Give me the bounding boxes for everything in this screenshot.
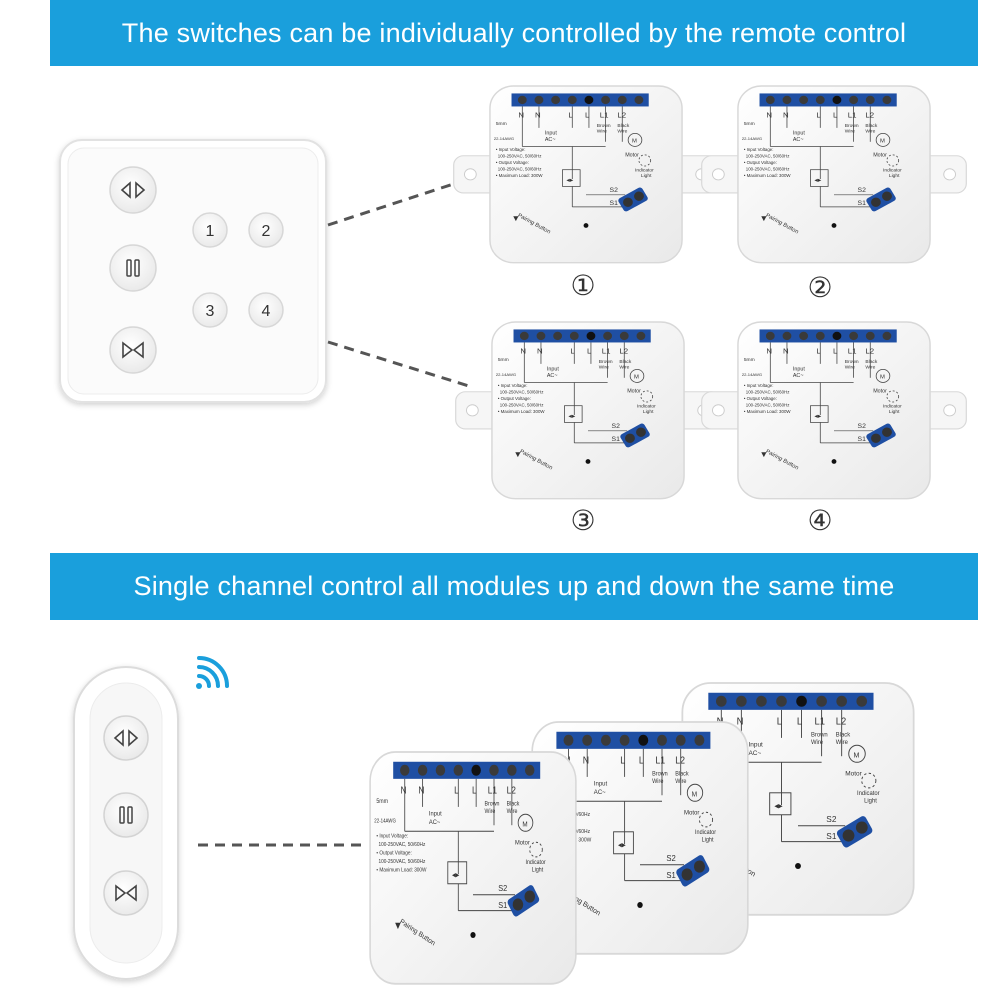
module-1 [454,86,719,263]
bottom-banner: Single channel control all modules up an… [50,553,978,620]
open-close-icon[interactable] [109,166,157,214]
channel-button-2[interactable]: 2 [248,212,284,248]
channel-3-label: 3 [206,303,215,320]
channel-1-label: 1 [206,223,215,240]
channel-2-label: 2 [262,223,271,240]
channel-4-label: 4 [262,303,271,320]
top-banner: The switches can be individually control… [50,0,978,66]
module-stack-front [369,751,577,985]
channel-button-1[interactable]: 1 [192,212,228,248]
module-label-1: ① [570,270,595,301]
channel-button-3[interactable]: 3 [192,292,228,328]
open-close-icon[interactable] [103,715,149,761]
handheld-remote [73,666,179,980]
module-label-2: ② [807,272,832,303]
close-in-icon[interactable] [109,326,157,374]
wifi-signal-icon [196,656,229,689]
module-label-3: ③ [570,505,595,536]
channel-button-4[interactable]: 4 [248,292,284,328]
top-banner-text: The switches can be individually control… [121,17,907,48]
pause-icon[interactable] [109,244,157,292]
wall-remote: 1 2 3 4 [59,139,327,403]
module-3 [456,322,721,499]
module-label-4: ④ [807,505,832,536]
module-2 [702,86,967,263]
bottom-banner-text: Single channel control all modules up an… [133,571,895,601]
pause-icon[interactable] [103,792,149,838]
module-4 [702,322,967,499]
close-in-icon[interactable] [103,870,149,916]
